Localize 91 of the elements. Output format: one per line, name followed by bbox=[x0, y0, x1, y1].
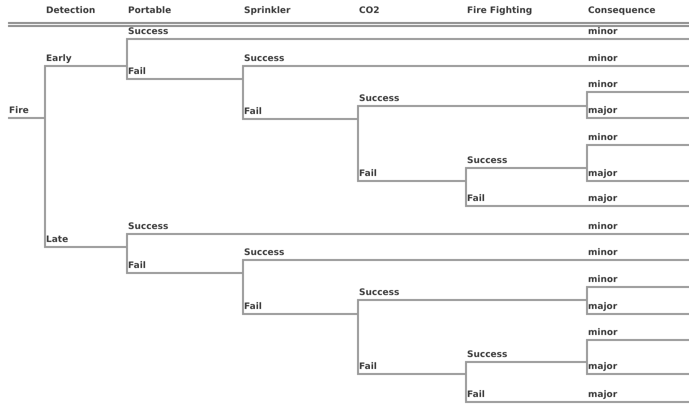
branch-label: Fail bbox=[358, 169, 377, 180]
event-branch bbox=[466, 194, 575, 207]
branch-label: Success bbox=[466, 156, 508, 167]
tree-connector bbox=[345, 313, 359, 375]
tree-connector bbox=[345, 65, 588, 67]
branch-label: Fail bbox=[466, 194, 485, 205]
column-header: Detection bbox=[45, 5, 96, 17]
consequence-label: minor bbox=[587, 248, 618, 259]
outcome-branch bbox=[587, 390, 689, 403]
event-branch bbox=[466, 350, 575, 363]
column-header: Portable bbox=[127, 5, 172, 17]
tree-connector bbox=[32, 117, 46, 248]
event-branch bbox=[358, 288, 454, 301]
tree-connector bbox=[230, 233, 588, 235]
outcome-branch bbox=[587, 106, 689, 119]
branch-label: Success bbox=[243, 248, 284, 259]
consequence-label: minor bbox=[587, 80, 618, 91]
branch-label: Fail bbox=[127, 261, 146, 272]
consequence-label: minor bbox=[587, 54, 618, 65]
column-header: Consequence bbox=[587, 5, 656, 17]
outcome-branch bbox=[587, 302, 689, 315]
branch-label: Success bbox=[127, 222, 168, 233]
consequence-label: major bbox=[587, 169, 618, 180]
event-branch bbox=[243, 54, 346, 67]
consequence-label: minor bbox=[587, 222, 618, 233]
consequence-label: minor bbox=[587, 133, 618, 144]
branch-label: Success bbox=[358, 288, 400, 299]
event-branch bbox=[127, 27, 231, 40]
outcome-branch bbox=[587, 80, 689, 93]
event-branch bbox=[358, 169, 454, 182]
branch-label: Success bbox=[243, 54, 284, 65]
branch-label: Success bbox=[127, 27, 168, 38]
branch-label: Late bbox=[45, 235, 68, 246]
event-branch bbox=[127, 67, 231, 80]
tree-connector bbox=[574, 361, 588, 375]
tree-connector bbox=[453, 180, 467, 207]
outcome-branch bbox=[587, 169, 689, 182]
tree-connector bbox=[114, 65, 128, 80]
outcome-branch bbox=[587, 328, 689, 341]
consequence-label: minor bbox=[587, 328, 618, 339]
branch-label: Fail bbox=[466, 390, 485, 401]
outcome-branch bbox=[587, 248, 689, 261]
event-branch bbox=[466, 390, 575, 403]
branch-label: Fail bbox=[127, 67, 146, 78]
consequence-label: major bbox=[587, 302, 618, 313]
tree-connector bbox=[574, 205, 588, 207]
outcome-branch bbox=[587, 194, 689, 207]
tree-connector bbox=[345, 259, 588, 261]
tree-connector bbox=[574, 167, 588, 182]
tree-connector bbox=[230, 272, 244, 315]
event-branch bbox=[127, 261, 231, 274]
consequence-label: major bbox=[587, 194, 618, 205]
event-branch bbox=[243, 302, 346, 315]
event-branch bbox=[127, 222, 231, 235]
event-branch bbox=[243, 107, 346, 120]
branch-label: Early bbox=[45, 54, 72, 65]
tree-connector bbox=[574, 401, 588, 403]
consequence-label: major bbox=[587, 106, 618, 117]
column-header: Sprinkler bbox=[243, 5, 290, 17]
event-branch bbox=[358, 94, 454, 107]
outcome-branch bbox=[587, 54, 689, 67]
column-header: CO2 bbox=[358, 5, 380, 17]
outcome-branch bbox=[587, 275, 689, 288]
column-header: Fire Fighting bbox=[466, 5, 532, 17]
branch-label: Fire bbox=[8, 106, 29, 117]
event-branch bbox=[358, 362, 454, 375]
event-branch bbox=[45, 235, 115, 248]
outcome-branch bbox=[587, 27, 689, 40]
tree-connector bbox=[230, 78, 244, 120]
branch-label: Fail bbox=[243, 107, 262, 118]
tree-connector bbox=[453, 299, 588, 315]
event-branch bbox=[8, 106, 33, 119]
outcome-branch bbox=[587, 362, 689, 375]
event-branch bbox=[243, 248, 346, 261]
branch-label: Success bbox=[466, 350, 508, 361]
outcome-branch bbox=[587, 222, 689, 235]
branch-label: Fail bbox=[243, 302, 262, 313]
branch-label: Success bbox=[358, 94, 400, 105]
consequence-label: minor bbox=[587, 27, 618, 38]
tree-connector bbox=[114, 246, 128, 274]
event-branch bbox=[45, 54, 115, 67]
branch-label: Fail bbox=[358, 362, 377, 373]
event-branch bbox=[466, 156, 575, 169]
tree-connector bbox=[230, 38, 588, 40]
outcome-branch bbox=[587, 133, 689, 146]
consequence-label: minor bbox=[587, 275, 618, 286]
tree-connector bbox=[453, 373, 467, 403]
consequence-label: major bbox=[587, 390, 618, 401]
consequence-label: major bbox=[587, 362, 618, 373]
tree-connector bbox=[453, 105, 588, 119]
tree-connector bbox=[345, 118, 359, 182]
